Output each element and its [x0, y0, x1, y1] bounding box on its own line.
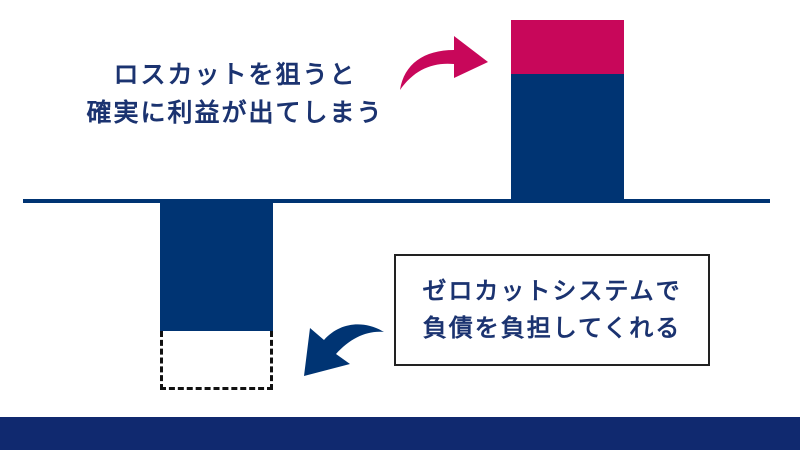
curved-arrow-right-icon — [400, 36, 488, 90]
top-caption: ロスカットを狙うと 確実に利益が出てしまう — [60, 56, 410, 132]
profit-bar — [511, 20, 624, 200]
footer-band — [0, 417, 800, 450]
base-segment — [511, 74, 624, 200]
zero-baseline — [23, 199, 770, 203]
box-caption-line-1: ゼロカットシステムで — [422, 277, 682, 305]
curved-arrow-left-down-icon — [304, 324, 384, 376]
top-caption-line-1: ロスカットを狙うと — [113, 60, 357, 89]
profit-segment — [511, 20, 624, 74]
box-caption-line-2: 負債を負担してくれる — [422, 314, 682, 342]
top-caption-line-2: 確実に利益が出てしまう — [86, 98, 384, 127]
loss-bar — [160, 203, 273, 331]
covered-debt-outline — [160, 331, 273, 390]
zero-cut-caption-box: ゼロカットシステムで 負債を負担してくれる — [394, 254, 710, 366]
